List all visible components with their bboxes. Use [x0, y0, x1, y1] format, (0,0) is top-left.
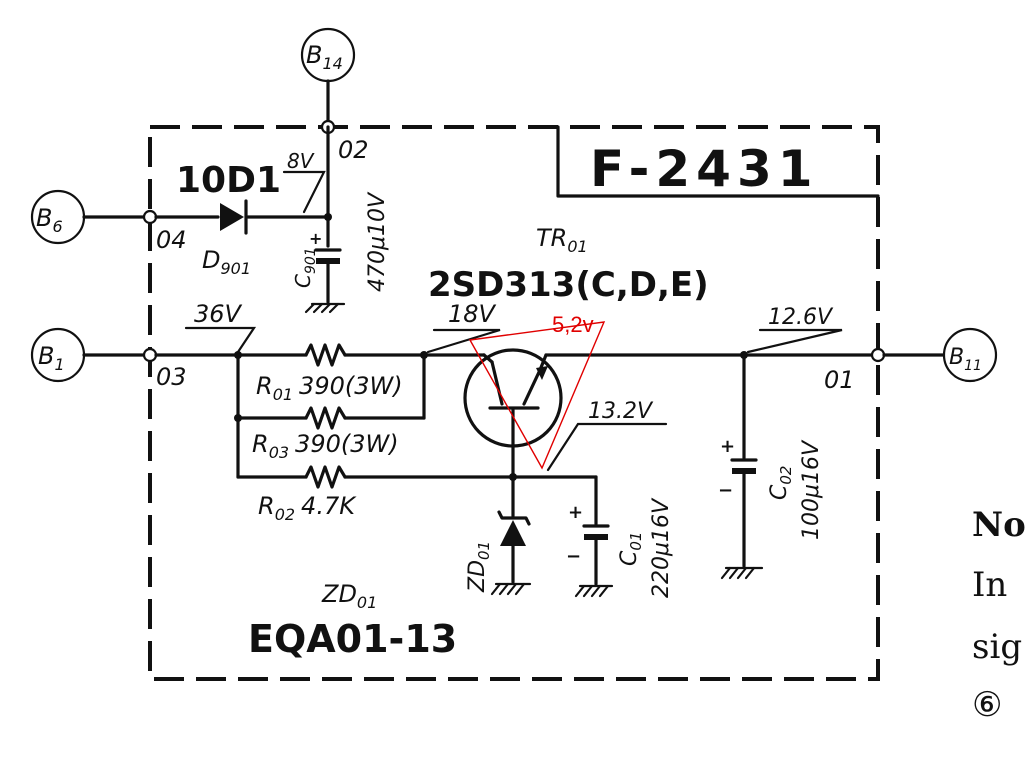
zener-ref-vertical-label: ZD01 [465, 541, 493, 593]
model-label: F-2431 [590, 140, 819, 198]
terminal-b6[interactable]: B6 [30, 189, 86, 245]
voltage-8v-label: 8V [287, 149, 315, 173]
capacitor-c01: + − [566, 475, 614, 598]
pin-01-node [870, 347, 886, 363]
resistor-r03 [304, 406, 347, 430]
resistor-r01 [304, 343, 347, 367]
pin-01-label: 01 [824, 366, 855, 394]
pin-04-node [142, 209, 158, 225]
side-text-line4: ⑥ [972, 685, 1002, 725]
c02-value-label: 100μ16V [799, 439, 824, 540]
c02-ref-label: C02 [767, 466, 795, 500]
diode-part-label: 10D1 [176, 160, 281, 201]
svg-text:+: + [720, 436, 735, 457]
pin-04-label: 04 [156, 226, 187, 254]
measurement-annotation: 5,2v [468, 312, 606, 470]
diode-ref-label: D901 [202, 246, 251, 278]
zener-zd01 [490, 475, 532, 596]
side-text-line2: In [972, 565, 1007, 605]
pin-02-label: 02 [338, 136, 369, 164]
svg-text:+: + [568, 502, 583, 523]
svg-text:B14: B14 [306, 41, 343, 73]
svg-text:B11: B11 [949, 345, 982, 374]
c01-ref-label: C01 [617, 532, 645, 566]
transistor-tr01 [463, 348, 563, 479]
c01-value-label: 220μ16V [649, 497, 674, 598]
c901-value-label: 470μ10V [365, 191, 390, 292]
svg-text:B6: B6 [36, 204, 63, 236]
transistor-ref-label: TR01 [536, 224, 588, 256]
terminal-b11[interactable]: B11 [942, 327, 998, 383]
svg-text:−: − [718, 480, 733, 501]
zener-ref-label: ZD01 [321, 580, 377, 612]
model-label-box: F-2431 [556, 125, 880, 198]
pin-03-node [142, 347, 158, 363]
svg-text:−: − [566, 546, 581, 567]
diode-d901 [220, 199, 248, 235]
voltage-12-6v-label: 12.6V [768, 305, 834, 330]
svg-text:B1: B1 [38, 342, 65, 374]
side-text-line3: sig [972, 627, 1022, 667]
pin-03-label: 03 [156, 363, 187, 391]
transistor-part-label: 2SD313(C,D,E) [428, 265, 709, 305]
side-text-line1: No [972, 505, 1026, 545]
terminal-b14[interactable]: B14 [300, 27, 356, 83]
voltage-13-2v-label: 13.2V [588, 399, 654, 424]
c901-ref-label: C901 [291, 247, 319, 288]
module-frame [148, 125, 880, 681]
zener-part-label: EQA01-13 [248, 617, 457, 661]
svg-text:+: + [309, 229, 322, 248]
resistor-r02 [304, 465, 347, 489]
capacitor-c02: + − [718, 353, 764, 580]
voltage-18v-label: 18V [448, 300, 497, 328]
voltage-36v-label: 36V [194, 300, 243, 328]
terminal-b1[interactable]: B1 [30, 327, 86, 383]
capacitor-c901: + [304, 229, 346, 314]
annotation-text: 5,2v [552, 312, 594, 337]
